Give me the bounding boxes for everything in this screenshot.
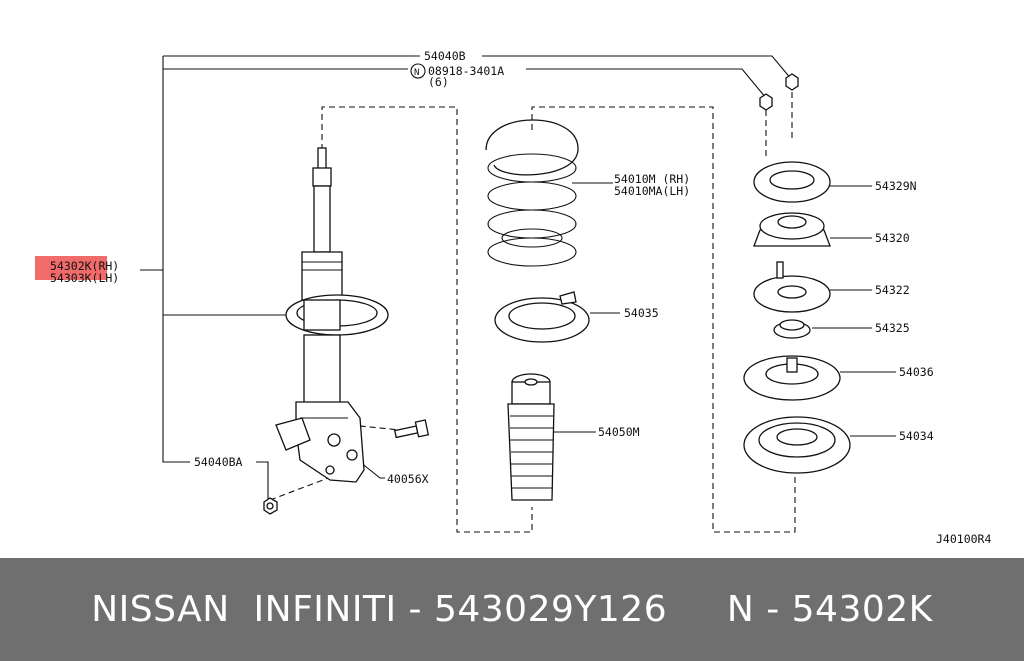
part-labels: 54040B N 08918-3401A (6) 54302K(RH) 5430… bbox=[50, 49, 991, 546]
label-40056X[interactable]: 40056X bbox=[387, 472, 429, 486]
brand-text: NISSAN INFINITI bbox=[91, 589, 397, 630]
label-bolt-note-code[interactable]: 08918-3401A bbox=[428, 64, 504, 78]
label-bolt-note-qty: (6) bbox=[428, 75, 449, 89]
coil-spring-drawing bbox=[485, 119, 579, 267]
separator-text-2: - bbox=[754, 589, 792, 630]
label-strut-rh[interactable]: 54302K(RH) bbox=[50, 259, 119, 273]
ref-prefix: N bbox=[726, 589, 755, 630]
label-54034[interactable]: 54034 bbox=[899, 429, 934, 443]
drawing-code: J40100R4 bbox=[936, 532, 991, 546]
label-54320[interactable]: 54320 bbox=[875, 231, 910, 245]
separator-text: - bbox=[396, 589, 434, 630]
label-54040BA[interactable]: 54040BA bbox=[194, 455, 243, 469]
spring-seat-drawing bbox=[494, 291, 590, 343]
part-number-banner: NISSAN INFINITI - 543029Y126 N - 54302K bbox=[0, 558, 1024, 661]
label-54036[interactable]: 54036 bbox=[899, 365, 934, 379]
strut-assembly-drawing bbox=[263, 147, 430, 515]
label-54050M[interactable]: 54050M bbox=[598, 425, 640, 439]
label-spring-rh[interactable]: 54010M (RH) bbox=[614, 172, 690, 186]
label-54040B[interactable]: 54040B bbox=[424, 49, 466, 63]
selected-part-highlight bbox=[35, 256, 107, 280]
parts-diagram: 54040B N 08918-3401A (6) 54302K(RH) 5430… bbox=[35, 49, 991, 546]
label-spring-lh[interactable]: 54010MA(LH) bbox=[614, 184, 690, 198]
label-54329N[interactable]: 54329N bbox=[875, 179, 917, 193]
leader-lines bbox=[140, 55, 896, 500]
oem-part-number: 543029Y126 bbox=[433, 589, 668, 630]
top-mount-drawing bbox=[743, 73, 851, 474]
label-54035[interactable]: 54035 bbox=[624, 306, 659, 320]
label-strut-lh[interactable]: 54303K(LH) bbox=[50, 271, 119, 285]
boot-drawing bbox=[507, 373, 555, 501]
label-54325[interactable]: 54325 bbox=[875, 321, 910, 335]
label-54322[interactable]: 54322 bbox=[875, 283, 910, 297]
diagram-ref-number: 54302K bbox=[791, 589, 933, 630]
label-bolt-note-ref: N bbox=[414, 68, 419, 78]
spacer-text bbox=[667, 589, 727, 630]
note-circle-icon bbox=[410, 63, 426, 79]
